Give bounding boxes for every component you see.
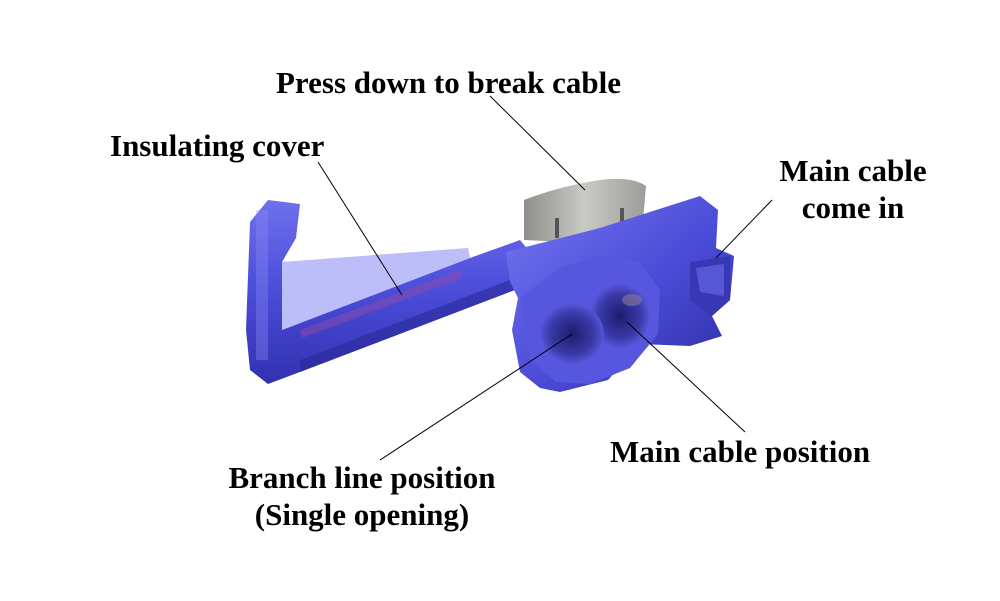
- leader-line-main-cable-in: [715, 199, 773, 259]
- leader-line-insulating-cover: [317, 161, 403, 296]
- label-insulating-cover: Insulating cover: [110, 128, 325, 163]
- leader-lines: [317, 95, 773, 461]
- label-main-cable-in-line1: Main cable: [779, 153, 927, 188]
- label-branch-line-line2: (Single opening): [254, 497, 470, 532]
- leader-line-main-cable-position: [626, 321, 746, 433]
- leader-line-branch-line: [379, 333, 573, 461]
- label-press-down: Press down to break cable: [276, 65, 622, 100]
- label-main-cable-in-line2: come in: [801, 190, 905, 225]
- connector-body-shape: [506, 196, 734, 392]
- insulating-cover-shape: [246, 200, 538, 384]
- label-main-cable-position: Main cable position: [610, 434, 871, 469]
- label-branch-line: Branch line position (Single opening): [205, 459, 519, 533]
- leader-line-press-down: [489, 95, 586, 191]
- label-main-cable-in: Main cable come in: [765, 152, 941, 226]
- label-branch-line-line1: Branch line position: [228, 460, 496, 495]
